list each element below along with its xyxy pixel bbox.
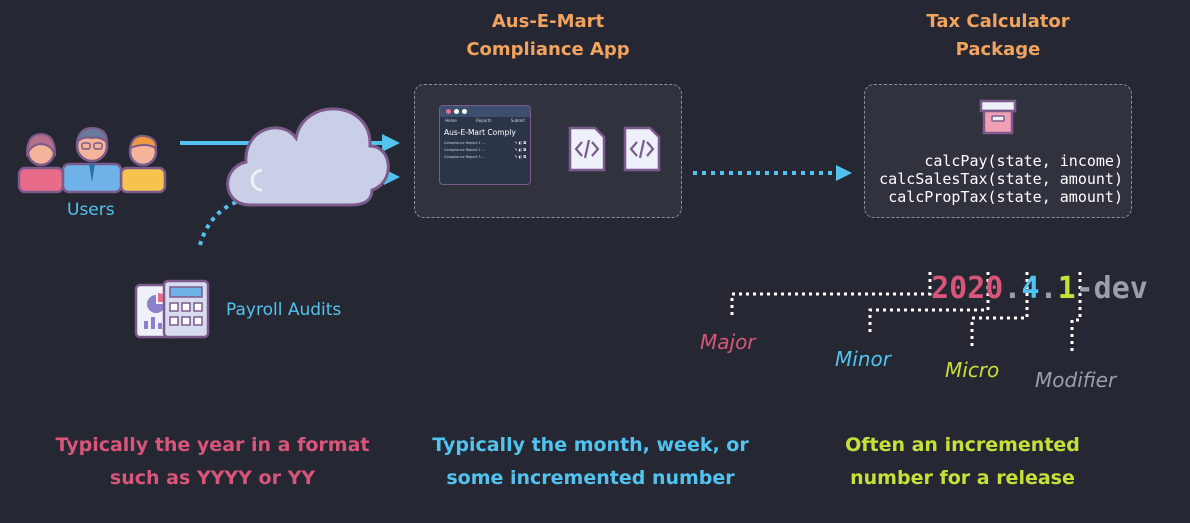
app-mini-list: Compliance Report 1 ...✎ ◧ ◘ Compliance … [440,140,530,161]
mini-list-item: Compliance Report 2 ...✎ ◧ ◘ [444,148,526,152]
version-major: 2020 [931,271,1004,306]
app-to-package-arrowhead [836,165,852,181]
version-string: 2020.4.1-dev [895,236,1148,306]
code-file-icon [568,126,606,172]
users-label: Users [67,200,115,220]
major-note-line1: Typically the year in a format [55,434,370,456]
mini-nav-home: Home [445,118,457,123]
function-calcproptax: calcPropTax(state, amount) [888,188,1123,206]
app-title-line2: Compliance App [466,39,630,60]
users-to-app-arrowhead [382,134,400,152]
payroll-audits-icon [134,279,210,339]
payroll-audits-label: Payroll Audits [226,300,342,320]
window-dot-icon [446,109,451,114]
tax-calculator-box: calcPay(state, income) calcSalesTax(stat… [864,84,1132,218]
major-note-line2: such as YYYY or YY [109,467,316,489]
minor-note-line1: Typically the month, week, or [432,434,749,456]
package-title-line2: Package [955,39,1041,60]
minor-label: Minor [835,347,891,371]
function-list: calcPay(state, income) calcSalesTax(stat… [879,152,1123,206]
version-dot: . [1039,271,1058,306]
major-note: Typically the year in a format such as Y… [40,429,385,495]
window-dot-icon [454,109,459,114]
minor-note: Typically the month, week, or some incre… [418,429,763,495]
app-title: Aus-E-Mart Compliance App [448,8,648,64]
version-dot: . [1003,271,1022,306]
app-window-mock: Home Reports Submit Aus-E-Mart Comply Co… [439,105,531,185]
micro-note-line2: number for a release [850,467,1075,489]
app-title-line1: Aus-E-Mart [491,11,605,32]
users-icon [17,126,167,194]
major-label: Major [700,330,756,354]
major-connector [730,272,932,318]
micro-note-line1: Often an incremented [845,434,1080,456]
cloud-icon [226,107,390,207]
mini-list-item: Compliance Report 3 ...✎ ◧ ◘ [444,155,526,159]
minor-note-line2: some incremented number [446,467,735,489]
modifier-connector [1070,272,1082,352]
micro-label: Micro [945,358,1000,382]
compliance-app-box: Home Reports Submit Aus-E-Mart Comply Co… [414,84,682,218]
mini-nav-submit: Submit [510,118,525,123]
app-mini-title: Aus-E-Mart Comply [444,128,516,137]
window-dot-icon [462,109,467,114]
function-calcsalestax: calcSalesTax(state, amount) [879,170,1123,188]
package-title-line1: Tax Calculator [926,11,1070,32]
version-micro: 1 [1057,271,1076,306]
version-modifier: -dev [1075,271,1148,306]
payroll-to-cloud-dotted [198,198,243,246]
code-file-icon [623,126,661,172]
micro-note: Often an incremented number for a releas… [790,429,1135,495]
app-window-titlebar [440,106,530,117]
micro-connector [970,272,1029,346]
minor-connector [868,272,990,336]
package-title: Tax Calculator Package [898,8,1098,64]
function-calcpay: calcPay(state, income) [924,152,1123,170]
mini-list-item: Compliance Report 1 ...✎ ◧ ◘ [444,141,526,145]
app-mini-nav: Home Reports Submit [440,117,530,124]
modifier-label: Modifier [1035,368,1117,392]
mini-nav-reports: Reports [476,118,492,123]
version-minor: 4 [1021,271,1040,306]
package-box-icon [979,99,1017,135]
